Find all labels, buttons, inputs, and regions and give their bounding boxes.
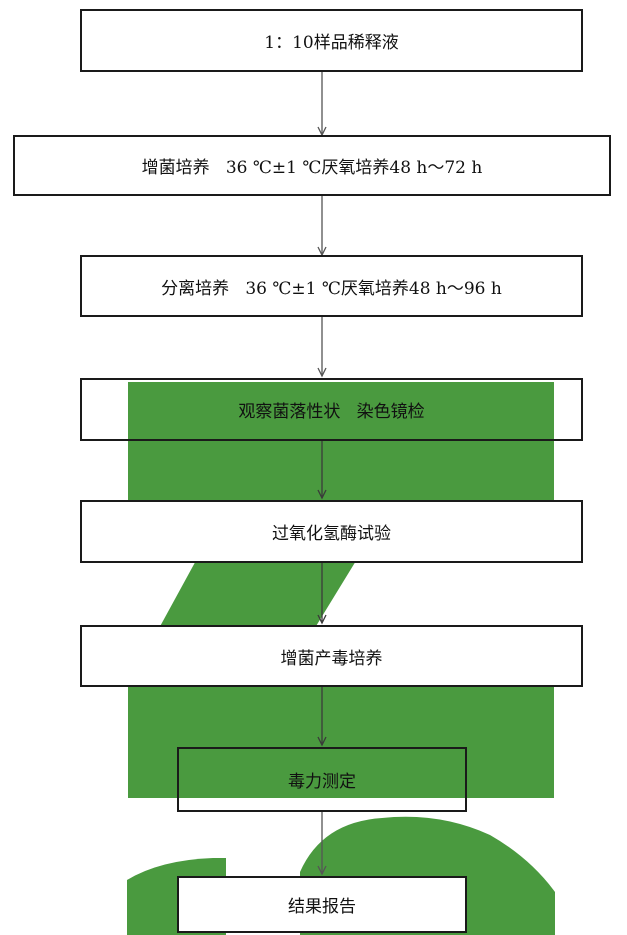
step-dilution-box: 1：10样品稀释液 (80, 9, 583, 72)
step-observation-label: 观察菌落性状 染色镜检 (238, 402, 425, 422)
arrowhead (317, 736, 327, 747)
step-dilution-label: 1：10样品稀释液 (264, 33, 399, 53)
step-observation-box: 观察菌落性状 染色镜检 (80, 378, 583, 441)
step-catalase-label: 过氧化氢酶试验 (272, 524, 391, 544)
arrowhead (317, 865, 327, 876)
step-isolation-label: 分离培养 36 ℃±1 ℃厌氧培养48 h～96 h (161, 278, 502, 299)
step-toxicity-label: 毒力测定 (288, 772, 356, 792)
watermark-z-shape (128, 382, 554, 798)
step-enrichment-box: 增菌培养 36 ℃±1 ℃厌氧培养48 h～72 h (13, 135, 611, 196)
arrowhead (317, 489, 327, 500)
step-report-box: 结果报告 (177, 876, 467, 933)
step-toxicity-box: 毒力测定 (177, 747, 467, 812)
step-catalase-box: 过氧化氢酶试验 (80, 500, 583, 563)
arrowhead (317, 367, 327, 378)
step-enrichment-label: 增菌培养 36 ℃±1 ℃厌氧培养48 h～72 h (141, 158, 483, 178)
step-isolation-box: 分离培养 36 ℃±1 ℃厌氧培养48 h～96 h (80, 255, 583, 317)
arrowhead (317, 614, 327, 625)
step-toxin-culture-label: 增菌产毒培养 (280, 648, 383, 669)
step-report-label: 结果报告 (288, 897, 356, 917)
step-toxin-culture-box: 增菌产毒培养 (80, 625, 583, 687)
